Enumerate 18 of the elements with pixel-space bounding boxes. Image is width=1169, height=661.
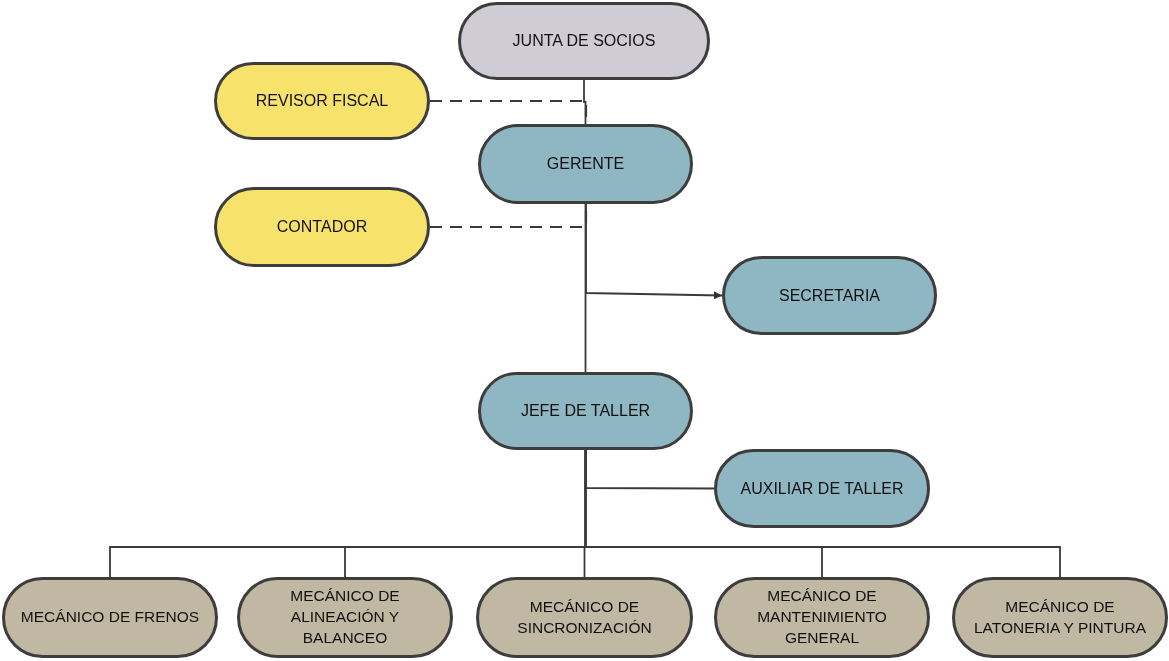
box-label: CONTADOR xyxy=(276,217,368,237)
box-label: MECÁNICO DE FRENOS xyxy=(20,607,200,628)
box-label: JEFE DE TALLER xyxy=(520,401,651,421)
connector-line xyxy=(584,203,587,373)
rounded-box xyxy=(952,577,1168,658)
box-label: SECRETARIA xyxy=(778,285,881,306)
box-label: AUXILIAR DE TALLER xyxy=(740,478,904,499)
connector-line xyxy=(585,449,715,490)
box-label: REVISOR FISCAL xyxy=(255,91,389,111)
box-label: MECÁNICO DE SINCRONIZACIÓN xyxy=(516,596,653,638)
box-label: MECÁNICO DE ALINEACIÓN Y BALANCEO xyxy=(289,586,401,648)
arrow xyxy=(585,203,723,300)
box-label: MECÁNICO DE LATONERIA Y PINTURA xyxy=(973,596,1147,638)
box-label: MECÁNICO DE MANTENIMIENTO GENERAL xyxy=(756,586,888,648)
box-label: JUNTA DE SOCIOS xyxy=(512,31,656,51)
connector-line xyxy=(583,79,587,125)
box-label: GERENTE xyxy=(546,154,625,174)
connector-line xyxy=(584,449,1061,578)
